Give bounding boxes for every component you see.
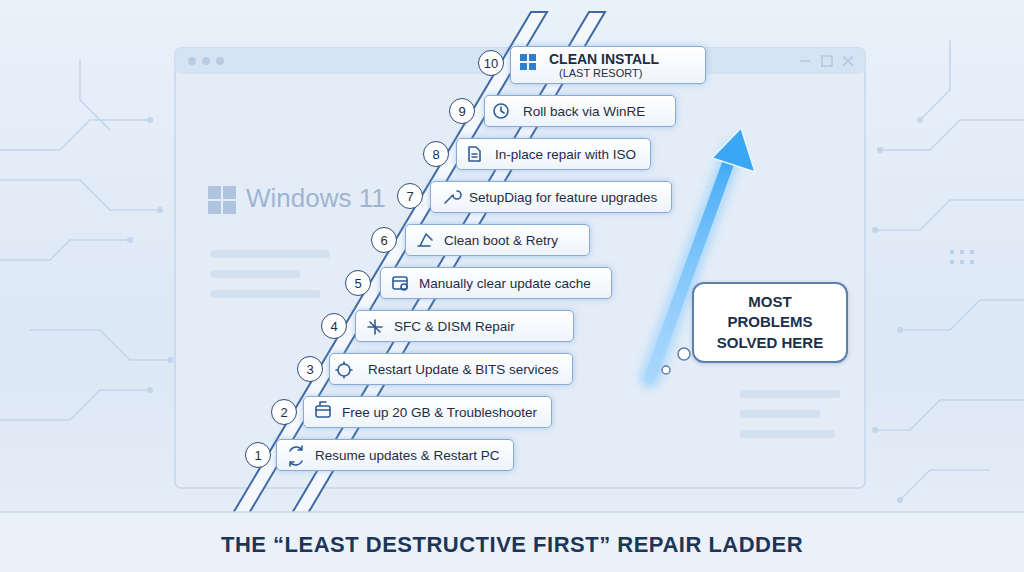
step-label: SFC & DISM Repair xyxy=(394,319,515,334)
step-label: Free up 20 GB & Troubleshooter xyxy=(342,405,537,420)
step-number: 6 xyxy=(371,227,397,253)
step-box: Restart Update & BITS services xyxy=(329,353,573,385)
step-number: 3 xyxy=(297,356,323,382)
diagram-title: THE “LEAST DESTRUCTIVE FIRST” REPAIR LAD… xyxy=(0,532,1024,558)
step-number: 7 xyxy=(397,183,423,209)
step-label: Clean boot & Retry xyxy=(444,233,558,248)
step-box: Manually clear update cache xyxy=(380,267,612,299)
callout-number: 3 xyxy=(306,362,313,377)
callout-number: 5 xyxy=(354,276,361,291)
step-label: Manually clear update cache xyxy=(419,276,591,291)
callout-number: 9 xyxy=(458,104,465,119)
callout-number: 7 xyxy=(406,189,413,204)
callout-bubble: MOST PROBLEMS SOLVED HERE xyxy=(692,282,848,363)
step-number: 5 xyxy=(345,270,371,296)
step-box: Roll back via WinRE xyxy=(484,95,676,127)
step-box: CLEAN INSTALL(LAST RESORT) xyxy=(510,46,706,84)
step-label: Roll back via WinRE xyxy=(523,104,645,119)
step-label: (LAST RESORT) xyxy=(549,67,642,79)
step-number: 9 xyxy=(449,98,475,124)
step-box: In-place repair with ISO xyxy=(456,138,651,170)
callout-number: 10 xyxy=(484,56,498,71)
callout-number: 2 xyxy=(280,405,287,420)
step-number: 4 xyxy=(321,313,347,339)
step-number: 10 xyxy=(478,50,504,76)
step-number: 8 xyxy=(423,141,449,167)
callout-number: 1 xyxy=(254,448,261,463)
step-number: 1 xyxy=(245,442,271,468)
step-label: Resume updates & Restart PC xyxy=(315,448,500,463)
step-box: Free up 20 GB & Troubleshooter xyxy=(303,396,552,428)
step-label: CLEAN INSTALL xyxy=(549,51,659,67)
step-number: 2 xyxy=(271,399,297,425)
step-label: Restart Update & BITS services xyxy=(368,362,559,377)
step-box: SFC & DISM Repair xyxy=(355,310,574,342)
callout-text: MOST PROBLEMS SOLVED HERE xyxy=(706,292,834,353)
step-box: Resume updates & Restart PC xyxy=(276,439,514,471)
callout-number: 6 xyxy=(380,233,387,248)
step-box: SetupDiag for feature upgrades xyxy=(430,181,672,213)
step-label: SetupDiag for feature upgrades xyxy=(469,190,657,205)
watermark-text: Windows 11 xyxy=(246,183,386,214)
step-box: Clean boot & Retry xyxy=(405,224,590,256)
callout-number: 8 xyxy=(432,147,439,162)
callout-number: 4 xyxy=(330,319,337,334)
step-label: In-place repair with ISO xyxy=(495,147,636,162)
